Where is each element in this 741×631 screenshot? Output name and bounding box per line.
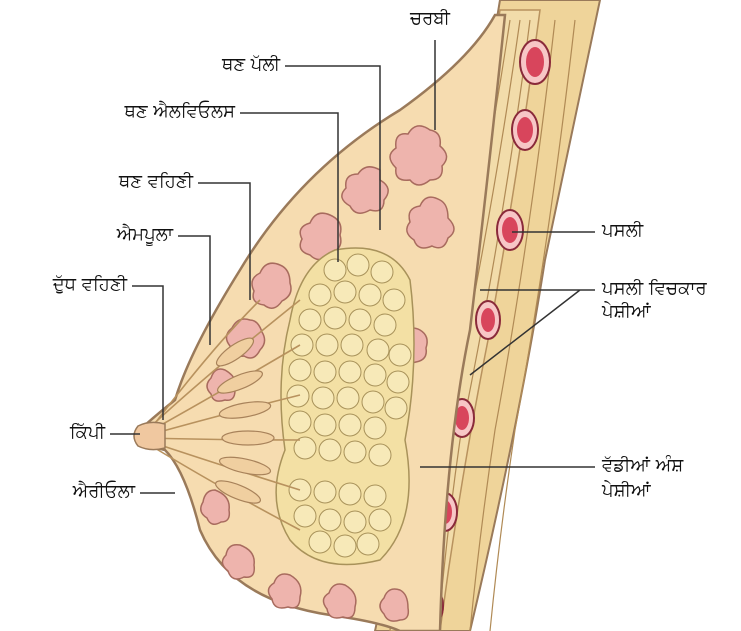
label-alveoli: ਥਣ ਐਲਵਿਓਲਸ: [80, 101, 235, 123]
label-fat: ਚਰਬੀ: [410, 8, 450, 30]
label-rib: ਪਸਲੀ: [602, 220, 643, 242]
rib-1: [520, 40, 550, 84]
label-pectoral-muscles-line1: ਵੱਡੀਆਂ ਅੰਸ਼: [602, 455, 683, 477]
rib-3: [497, 210, 523, 250]
leader-milk-duct: [132, 286, 163, 420]
label-intercostal-muscles-line1: ਪਸਲੀ ਵਿਚਕਾਰ: [602, 278, 707, 300]
label-ampulla: ਐਮਪੂਲਾ: [60, 224, 173, 246]
label-lobule: ਥਣ ਪੱਲੀ: [190, 54, 280, 76]
rib-2: [512, 110, 538, 150]
label-milk-duct: ਦੁੱਧ ਵਹਿਣੀ: [4, 274, 127, 296]
label-nipple: ਕਿੱਪੀ: [20, 422, 105, 444]
label-lactiferous-duct: ਥਣ ਵਹਿਣੀ: [70, 171, 193, 193]
label-intercostal-muscles-line2: ਪੇਸ਼ੀਆਂ: [602, 301, 651, 323]
label-pectoral-muscles-line2: ਪੇਸ਼ੀਆਂ: [602, 480, 651, 502]
rib-4: [476, 301, 500, 339]
label-areola: ਐਰੀਓਲਾ: [20, 481, 135, 503]
nipple-shape: [134, 422, 165, 449]
